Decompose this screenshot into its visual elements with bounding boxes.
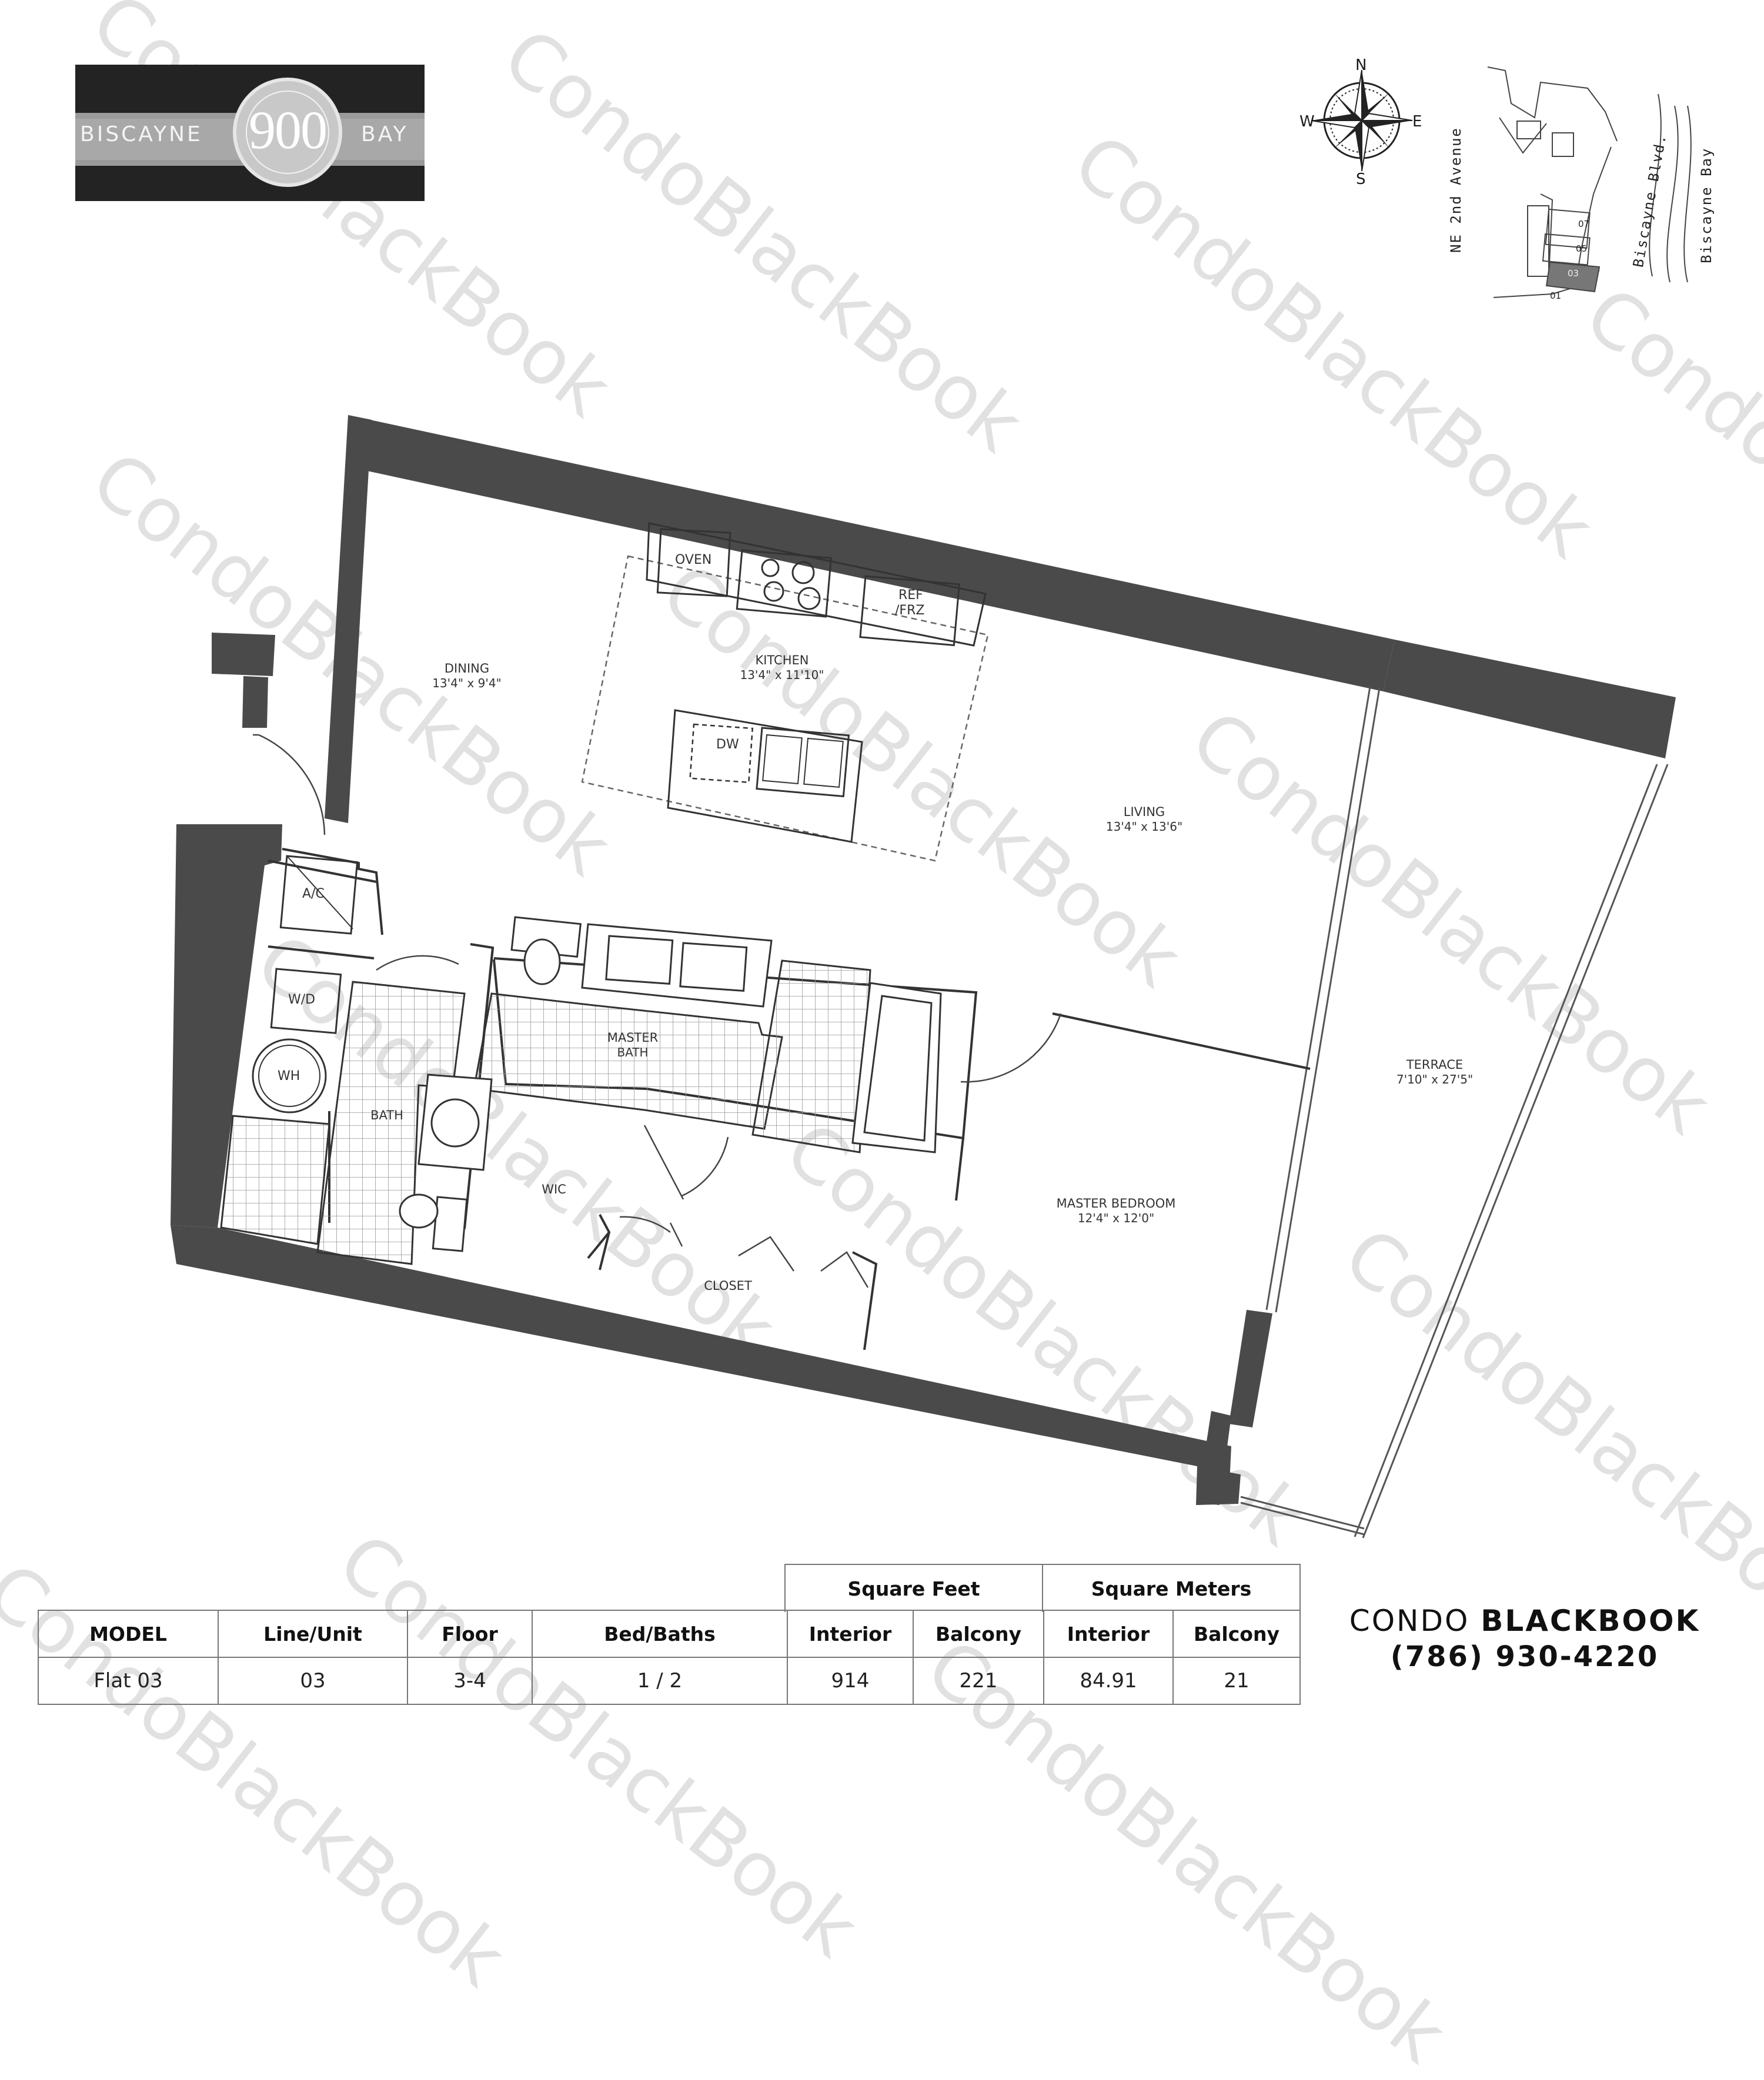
keyplan-unit-03: 03 (1568, 268, 1579, 279)
header-sqft-balcony: Balcony (913, 1610, 1044, 1658)
water-biscayne-bay: Biscayne Bay (1698, 147, 1715, 263)
cell-line-unit: 03 (218, 1657, 408, 1705)
brand-name-bold: BLACKBOOK (1481, 1604, 1700, 1638)
unit-spec-table: MODEL Line/Unit Floor Bed/Baths Interior… (38, 1610, 1301, 1705)
keyplan-unit-03-highlight (1545, 261, 1601, 293)
glass-walls (1240, 686, 1669, 1539)
logo-right-word: BAY (361, 122, 409, 146)
building-logo: 900 BISCAYNE BAY (75, 65, 425, 201)
compass-north: N (1355, 56, 1367, 74)
keyplan-unit-07: 07 (1578, 219, 1590, 229)
header-bed-baths: Bed/Baths (532, 1610, 788, 1658)
keyplan-unit-01: 01 (1550, 290, 1562, 301)
header-sqft-interior: Interior (787, 1610, 914, 1658)
logo-number: 900 (249, 100, 328, 160)
cell-sqm-balcony: 21 (1172, 1657, 1301, 1705)
compass-south: S (1356, 170, 1366, 188)
street-ne-2nd-avenue: NE 2nd Avenue (1448, 127, 1464, 253)
cell-sqft-interior: 914 (787, 1657, 914, 1705)
exterior-walls (171, 415, 1676, 1505)
bath-tile (316, 981, 466, 1265)
group-square-feet: Square Feet (784, 1564, 1043, 1612)
fixture-oven: OVEN (675, 553, 712, 567)
fixture-water-heater: WH (278, 1069, 300, 1084)
kitchen-zone (581, 555, 989, 862)
header-model: MODEL (38, 1610, 219, 1658)
keyplan (1487, 66, 1618, 298)
master-bath-tile (473, 992, 783, 1130)
compass-rose (1311, 69, 1413, 172)
cell-bed-baths: 1 / 2 (532, 1657, 788, 1705)
shower-tile (751, 959, 871, 1153)
cell-model: Flat 03 (38, 1657, 219, 1705)
header-line-unit: Line/Unit (218, 1610, 408, 1658)
floor-plan (171, 66, 1692, 1539)
keyplan-unit-05: 05 (1576, 243, 1588, 254)
room-wic: WIC (542, 1182, 566, 1196)
fixture-ref: REF (898, 588, 923, 603)
fixture-frz: /FRZ (895, 603, 925, 618)
cell-sqft-balcony: 221 (913, 1657, 1044, 1705)
wc-shower-tile (220, 1115, 330, 1245)
group-square-meters: Square Meters (1042, 1564, 1301, 1612)
room-closet: CLOSET (704, 1279, 752, 1293)
fixture-dishwasher: DW (716, 737, 739, 752)
fixture-washer-dryer: W/D (288, 992, 316, 1007)
brand-name-light: CONDO (1349, 1604, 1470, 1638)
header-sqm-interior: Interior (1043, 1610, 1174, 1658)
cell-sqm-interior: 84.91 (1043, 1657, 1174, 1705)
compass-west: W (1299, 113, 1315, 131)
fixture-ac: A/C (302, 887, 325, 901)
room-bath: BATH (370, 1108, 403, 1122)
compass-east: E (1412, 113, 1422, 131)
area-group-headers: Square Feet Square Meters (784, 1564, 1301, 1612)
header-sqm-balcony: Balcony (1172, 1610, 1301, 1658)
logo-left-word: BISCAYNE (80, 122, 203, 146)
cell-floor: 3-4 (407, 1657, 533, 1705)
brand-block: CONDO BLACKBOOK (786) 930-4220 (1334, 1604, 1716, 1673)
brand-phone[interactable]: (786) 930-4220 (1390, 1640, 1659, 1673)
header-floor: Floor (407, 1610, 533, 1658)
